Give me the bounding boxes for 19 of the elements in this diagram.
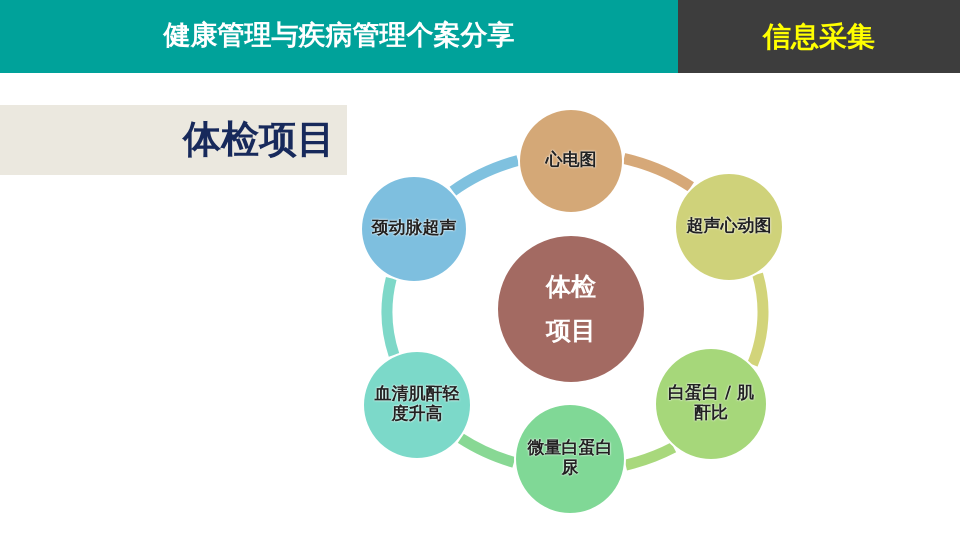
ring-arc: [458, 434, 516, 468]
section-title: 信息采集: [763, 20, 875, 54]
header-title: 健康管理与疾病管理个案分享: [164, 20, 514, 53]
page-heading: 体检项目: [183, 117, 335, 163]
circle-label: 颈动脉超声: [370, 219, 458, 239]
ring-arc: [382, 277, 400, 356]
header-band: [0, 0, 678, 73]
ring-arc: [747, 273, 768, 366]
circle-label: 微量白蛋白尿: [526, 439, 614, 479]
ring-arc: [450, 155, 520, 196]
circle-label: 心电图: [544, 151, 598, 171]
ring-arc: [624, 442, 676, 470]
circle-label: 白蛋白 / 肌酐比: [666, 384, 756, 424]
circle-label: 体检项目: [544, 271, 597, 347]
ring-arc: [622, 153, 694, 192]
section-band: [678, 0, 960, 73]
circle-label: 超声心动图: [685, 217, 772, 237]
heading-band: [0, 105, 347, 175]
circle-label: 血清肌酐轻度升高: [374, 385, 460, 425]
